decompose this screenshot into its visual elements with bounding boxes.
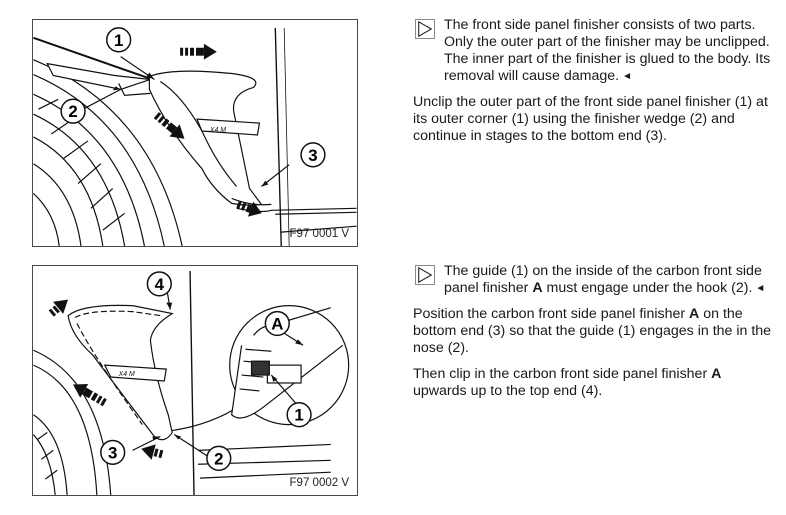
callout-2: 2 — [206, 445, 232, 471]
figure-code: F97 0002 V — [289, 477, 349, 489]
note-text: The front side panel finisher consists o… — [444, 17, 771, 84]
part-label-A: A — [689, 306, 700, 322]
figure-code: F97 0001 V — [289, 228, 349, 240]
svg-text:3: 3 — [308, 146, 317, 165]
callout-A: A — [264, 310, 290, 337]
note-play-triangle-icon — [415, 265, 435, 285]
motion-arrow-up-right — [48, 299, 68, 317]
instruction-paragraph: Position the carbon front side panel fin… — [413, 306, 772, 356]
illustration-clip-in: X4 M — [33, 270, 350, 495]
motion-arrow-left — [141, 444, 164, 460]
instruction-paragraph: Unclip the outer part of the front side … — [413, 94, 768, 144]
svg-text:3: 3 — [108, 443, 117, 462]
callout-4: 4 — [146, 271, 172, 297]
note-play-triangle-icon — [415, 19, 435, 39]
part-label-A: A — [532, 280, 543, 296]
svg-text:4: 4 — [155, 275, 165, 294]
note: The guide (1) on the inside of the carbo… — [413, 263, 773, 297]
end-of-note-triangle-icon: ◄ — [622, 71, 632, 82]
figure-unclip-finisher: X4 M — [32, 19, 358, 247]
motion-arrow-right — [180, 43, 217, 60]
motion-arrow-small — [236, 200, 262, 217]
svg-text:1: 1 — [294, 406, 303, 425]
svg-text:1: 1 — [114, 31, 123, 50]
svg-text:X4 M: X4 M — [209, 127, 226, 134]
instruction-block-1: The front side panel finisher consists o… — [413, 17, 773, 145]
callout-1: 1 — [286, 402, 312, 428]
motion-arrow-up-left — [73, 384, 107, 407]
svg-text:A: A — [271, 314, 283, 333]
note-text: The guide (1) on the inside of the carbo… — [444, 263, 766, 296]
figure-clip-in-finisher: X4 M — [32, 265, 358, 496]
illustration-unclip: X4 M — [33, 27, 357, 246]
callout-1: 1 — [106, 27, 132, 53]
end-of-note-triangle-icon: ◄ — [755, 283, 766, 294]
callout-3: 3 — [100, 439, 126, 466]
svg-text:X4 M: X4 M — [118, 371, 135, 378]
instruction-block-2: The guide (1) on the inside of the carbo… — [413, 263, 773, 400]
svg-text:2: 2 — [214, 449, 223, 468]
svg-text:2: 2 — [68, 102, 77, 121]
callout-2: 2 — [60, 98, 86, 124]
motion-arrow-down-right — [153, 112, 185, 139]
instruction-paragraph: Then clip in the carbon front side panel… — [413, 366, 722, 399]
note: The front side panel finisher consists o… — [413, 17, 773, 85]
part-label-A: A — [711, 366, 722, 382]
callout-3: 3 — [300, 142, 326, 168]
